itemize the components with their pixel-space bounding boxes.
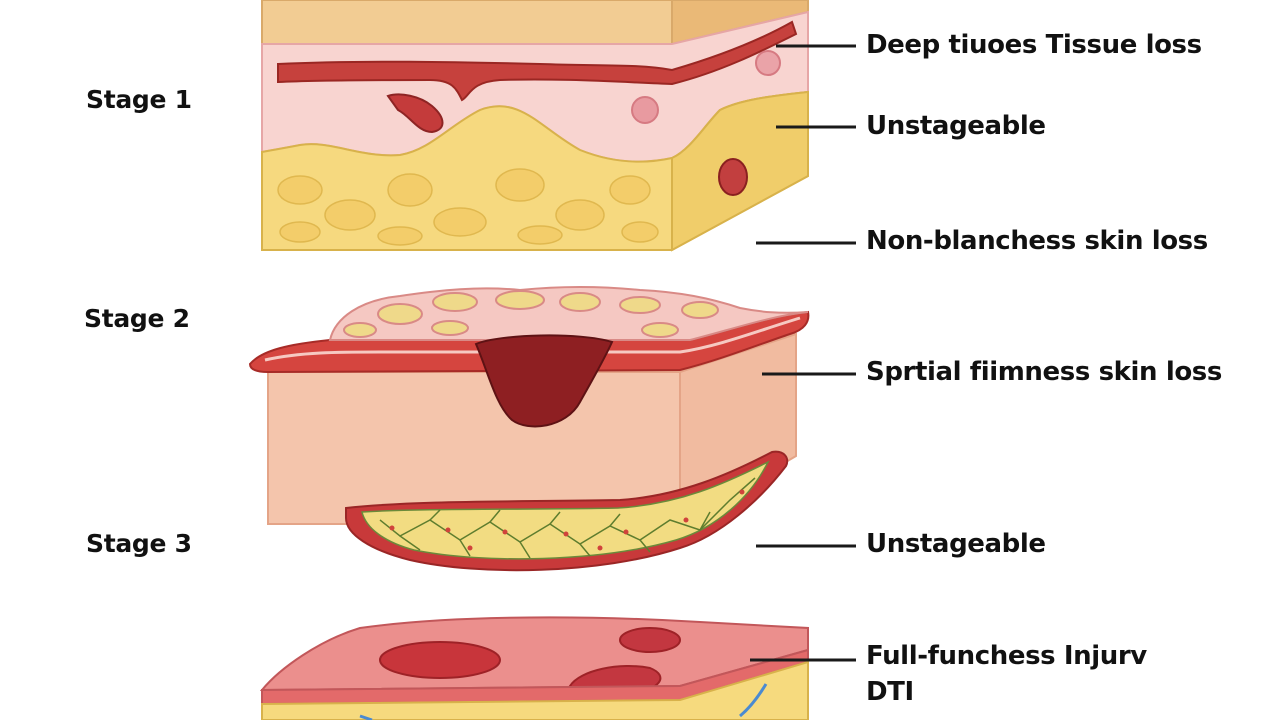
callout-non-blanchable: Non-blanchess skin loss	[866, 226, 1208, 256]
stage-1-skin-block	[261, 0, 809, 252]
callout-dti: DTI	[866, 677, 914, 707]
stage-2-blister-cells	[343, 290, 719, 338]
callout-unstageable-bottom: Unstageable	[866, 529, 1046, 559]
callout-full-thickness: Full-funchess Injurv	[866, 641, 1147, 671]
stage-3-label: Stage 3	[86, 529, 192, 558]
stage-1-label: Stage 1	[86, 85, 192, 114]
stage-1-blood-vessel	[277, 20, 798, 102]
stage-3-fiber	[739, 683, 768, 718]
callout-deep-tissue-loss: Deep tiuoes Tissue loss	[866, 30, 1202, 60]
stage-1-surface-layer	[261, 0, 673, 45]
stage-2-fat-tissue	[361, 460, 770, 560]
leader-lines	[750, 44, 856, 662]
stage-3-wound	[379, 641, 501, 679]
stage-1-fat-cells	[277, 168, 659, 246]
stage-2-rim-highlight	[264, 316, 801, 362]
stage-1-bruise-spot	[631, 96, 659, 124]
stage-1-clot	[386, 93, 444, 134]
stage-1-deep-spot	[718, 158, 748, 196]
stage-3-fat-layer	[261, 660, 809, 720]
stage-2-wound-crater	[474, 334, 614, 428]
stage-2-fat-specks	[389, 489, 745, 551]
callout-partial-thickness: Sprtial fiimness skin loss	[866, 357, 1222, 387]
stage-3-fiber	[359, 714, 373, 720]
stage-1-bruise-spot	[755, 50, 781, 76]
callout-unstageable-top: Unstageable	[866, 111, 1046, 141]
stage-3-wound	[619, 627, 681, 653]
stage-2-label: Stage 2	[84, 304, 190, 333]
stage-2-skin-block	[248, 286, 810, 572]
stage-2-dermis-side	[679, 332, 797, 526]
stage-3-skin-block	[259, 616, 809, 720]
